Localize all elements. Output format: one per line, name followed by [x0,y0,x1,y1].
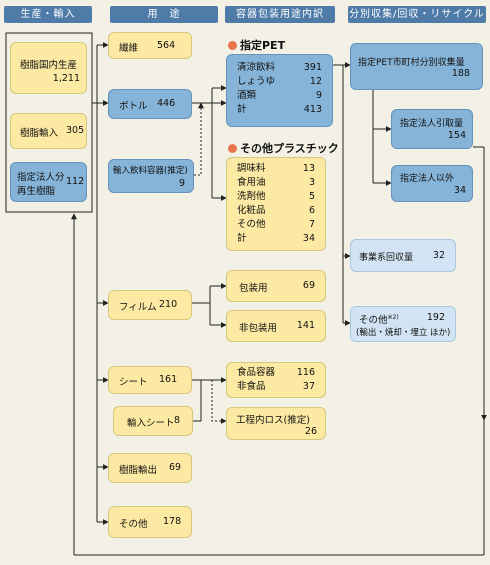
use-imported-bottle-box: 輸入飲料容器(推定) 9 [108,159,194,193]
use-film-label: フィルム [119,302,157,313]
use-other-label: その他 [119,519,148,530]
use-sheet-box: シート 161 [108,366,192,394]
non-designated-corp-label: 指定法人以外 [400,174,455,184]
municipal-collection-label: 指定PET市町村分別収集量 [358,58,465,68]
resin-domestic-production-box: 樹脂国内生産 1,211 [10,42,87,94]
header-container-breakdown: 容器包装用途内訳 [225,6,335,23]
process-loss-label: 工程内ロス(推定) [236,415,310,426]
film-packaging-box: 包装用 69 [226,270,326,302]
film-packaging-label: 包装用 [239,283,268,294]
use-imported-sheet-value: 8 [174,415,181,426]
designated-corp-label: 指定法人引取量 [400,119,464,129]
recycling-other-value: 192 [426,312,445,323]
business-collection-value: 32 [432,250,445,261]
use-fiber-value: 564 [157,40,176,51]
use-sheet-value: 161 [159,374,178,385]
use-imported-sheet-label: 輸入シート [127,418,175,429]
film-packaging-value: 69 [302,280,315,291]
use-resin-export-box: 樹脂輸出 69 [108,453,192,483]
non-designated-corp-box: 指定法人以外 34 [391,165,473,202]
resin-import-label: 樹脂輸入 [20,128,59,139]
header-recycling: 分別収集/回収・リサイクル [348,6,486,23]
resin-domestic-production-label: 樹脂国内生産 [20,60,78,71]
recycling-other-sub: (輸出・焼却・埋立 ほか) [356,328,451,338]
header-production: 生産・輸入 [4,6,92,23]
use-other-box: その他 178 [108,506,192,538]
use-other-value: 178 [163,516,182,527]
header-uses: 用 途 [110,6,218,23]
use-imported-sheet-box: 輸入シート 8 [113,406,193,436]
use-bottle-value: 446 [157,98,176,109]
use-bottle-box: ボトル 446 [108,89,192,119]
other-plastic-title: その他プラスチック [228,140,339,156]
film-non-packaging-label: 非包装用 [239,323,278,334]
business-collection-box: 事業系回収量 32 [350,239,456,272]
recycling-other-label: その他※2) [359,313,399,326]
municipal-collection-value: 188 [451,68,470,79]
use-sheet-label: シート [119,377,148,388]
process-loss-value: 26 [304,426,317,437]
resin-import-value: 305 [66,125,85,136]
non-designated-corp-value: 34 [453,185,466,196]
designated-corp-value: 154 [447,130,466,141]
pet-bullet-icon [228,40,237,50]
recycled-resin-value: 112 [66,176,85,187]
use-bottle-label: ボトル [119,101,148,112]
film-non-packaging-value: 141 [296,320,315,331]
use-imported-bottle-label: 輸入飲料容器(推定) [113,166,188,176]
use-fiber-label: 繊維 [119,43,139,54]
municipal-collection-box: 指定PET市町村分別収集量 188 [350,43,483,90]
recycled-resin-label-line2: 再生樹脂 [17,186,56,197]
use-imported-bottle-value: 9 [178,178,185,189]
designated-corp-box: 指定法人引取量 154 [391,109,473,149]
recycling-other-box: その他※2) 192 (輸出・焼却・埋立 ほか) [350,306,456,342]
resin-import-box: 樹脂輸入 305 [10,113,87,149]
recycled-resin-label-line1: 指定法人分 [17,172,65,183]
other-plastic-bullet-icon [228,143,237,153]
use-resin-export-value: 69 [169,462,182,473]
use-film-value: 210 [159,299,178,310]
business-collection-label: 事業系回収量 [359,253,414,263]
process-loss-box: 工程内ロス(推定) 26 [226,407,326,440]
resin-domestic-production-value: 1,211 [52,73,80,84]
film-non-packaging-box: 非包装用 141 [226,310,326,342]
recycling-other-note: ※2) [387,313,399,321]
recycled-resin-box: 指定法人分 再生樹脂 112 [10,162,87,202]
use-fiber-box: 繊維 564 [108,32,192,59]
pet-title: 指定PET [228,37,285,53]
use-film-box: フィルム 210 [108,290,192,320]
use-resin-export-label: 樹脂輸出 [119,465,158,476]
